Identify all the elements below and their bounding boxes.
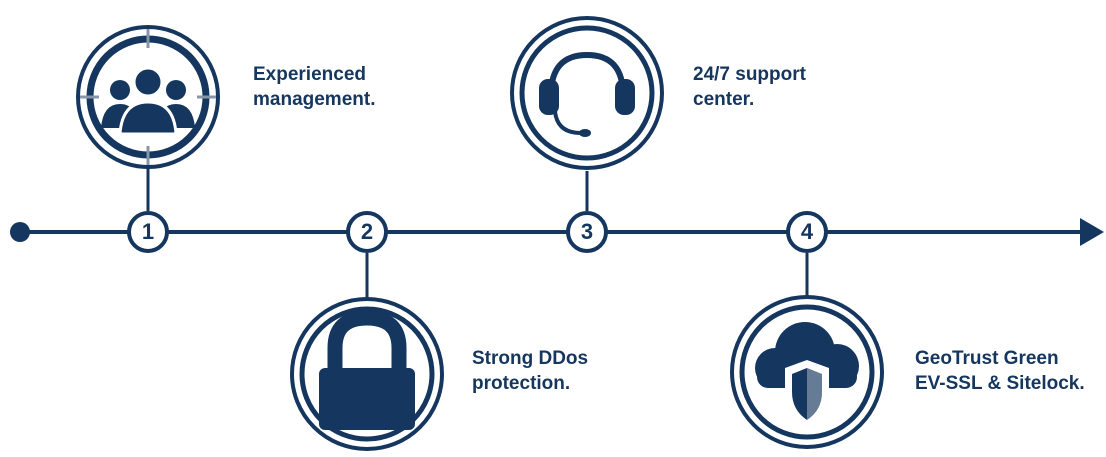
timeline-arrowhead	[1080, 218, 1104, 246]
step-2-label-line-1: Strong DDos	[472, 348, 589, 369]
step-4-label-line-1: GeoTrust Green	[915, 348, 1059, 369]
step-2-label-line-2: protection.	[472, 373, 571, 394]
step-3-label: 24/7 support center.	[693, 62, 806, 112]
step-2-number: 2	[346, 211, 388, 253]
step-1-number: 1	[127, 211, 169, 253]
step-1-label-line-2: management.	[253, 89, 376, 110]
step-4-label-line-2: EV-SSL & Sitelock.	[915, 373, 1085, 394]
step-1-label-line-1: Experienced	[253, 64, 366, 85]
step-1-label: Experienced management.	[253, 62, 375, 112]
step-3-label-line-1: 24/7 support	[693, 64, 806, 85]
timeline-start-dot	[10, 222, 30, 242]
step-4-number: 4	[786, 211, 828, 253]
step-4-label: GeoTrust Green EV-SSL & Sitelock.	[915, 346, 1085, 396]
headset-icon	[509, 15, 665, 176]
team-icon	[75, 24, 221, 175]
cloud-shield-icon	[729, 294, 885, 455]
padlock-icon	[289, 296, 445, 457]
step-2-label: Strong DDos protection.	[472, 346, 588, 396]
step-3-number: 3	[566, 211, 608, 253]
step-3-label-line-2: center.	[693, 89, 755, 110]
